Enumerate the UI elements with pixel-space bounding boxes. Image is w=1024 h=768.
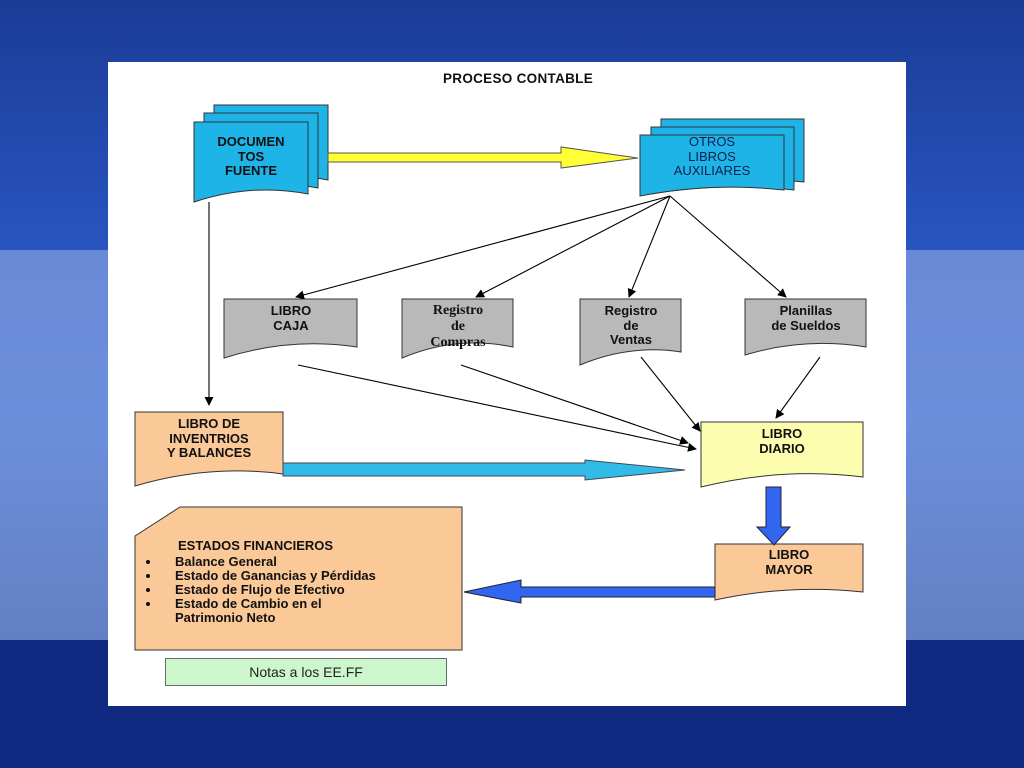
- registro-compras-shape: [401, 298, 514, 359]
- list-item: Balance General: [161, 554, 446, 569]
- arrow-aux-to-caja: [295, 195, 671, 300]
- documentos-fuente-label: DOCUMEN TOS FUENTE: [217, 134, 285, 179]
- estados-financieros-heading: ESTADOS FINANCIEROS: [178, 538, 334, 553]
- list-item: Estado de Ganancias y Pérdidas: [161, 568, 385, 583]
- documentos-fuente-shape: [193, 104, 329, 203]
- diagram-panel: PROCESO CONTABLE DOCUMEN TOS FUENTE OTRO…: [108, 62, 906, 706]
- arrow-mayor-to-estados: [463, 579, 716, 604]
- arrow-planillas-to-diario: [775, 356, 821, 419]
- arrow-ventas-to-diario: [640, 356, 701, 432]
- diagram-title: PROCESO CONTABLE: [442, 71, 594, 87]
- arrow-aux-to-compras: [475, 195, 671, 298]
- otros-libros-label: OTROS LIBROS AUXILIARES: [673, 134, 751, 179]
- arrow-inventarios-to-diario: [282, 459, 686, 481]
- arrow-aux-to-ventas: [627, 195, 671, 298]
- libro-diario-label: LIBRO DIARIO: [759, 426, 805, 456]
- arrow-fuente-to-auxiliares: [327, 146, 639, 169]
- planillas-sueldos-label: Planillas de Sueldos: [771, 303, 841, 333]
- estados-financieros-box: ESTADOS FINANCIEROS Balance General Esta…: [146, 538, 446, 625]
- libro-caja-shape: [223, 298, 358, 359]
- libro-inventarios-label: LIBRO DE INVENTRIOS Y BALANCES: [166, 416, 252, 461]
- registro-ventas-label: Registro de Ventas: [604, 303, 658, 348]
- libro-mayor-label: LIBRO MAYOR: [765, 547, 813, 577]
- flowchart-canvas: [134, 104, 867, 651]
- planillas-sueldos-shape: [744, 298, 867, 356]
- list-item: Estado de Cambio en el Patrimonio Neto: [161, 597, 390, 625]
- arrow-compras-to-diario: [460, 364, 689, 445]
- list-item: Estado de Flujo de Efectivo: [161, 583, 446, 597]
- arrow-aux-to-planillas: [669, 195, 787, 298]
- registro-compras-label: Registro de Compras: [430, 303, 486, 350]
- libro-caja-label: LIBRO CAJA: [270, 303, 312, 333]
- arrow-diario-to-mayor: [755, 486, 792, 546]
- notas-box: Notas a los EE.FF: [165, 658, 447, 686]
- arrow-caja-to-diario: [297, 364, 697, 452]
- estados-financieros-list: Balance General Estado de Ganancias y Pé…: [146, 554, 446, 625]
- otros-libros-shape: [639, 118, 805, 197]
- registro-ventas-shape: [579, 298, 682, 366]
- libro-mayor-shape: [714, 543, 864, 601]
- libro-diario-shape: [700, 421, 864, 488]
- estados-financieros-shape: [134, 506, 463, 651]
